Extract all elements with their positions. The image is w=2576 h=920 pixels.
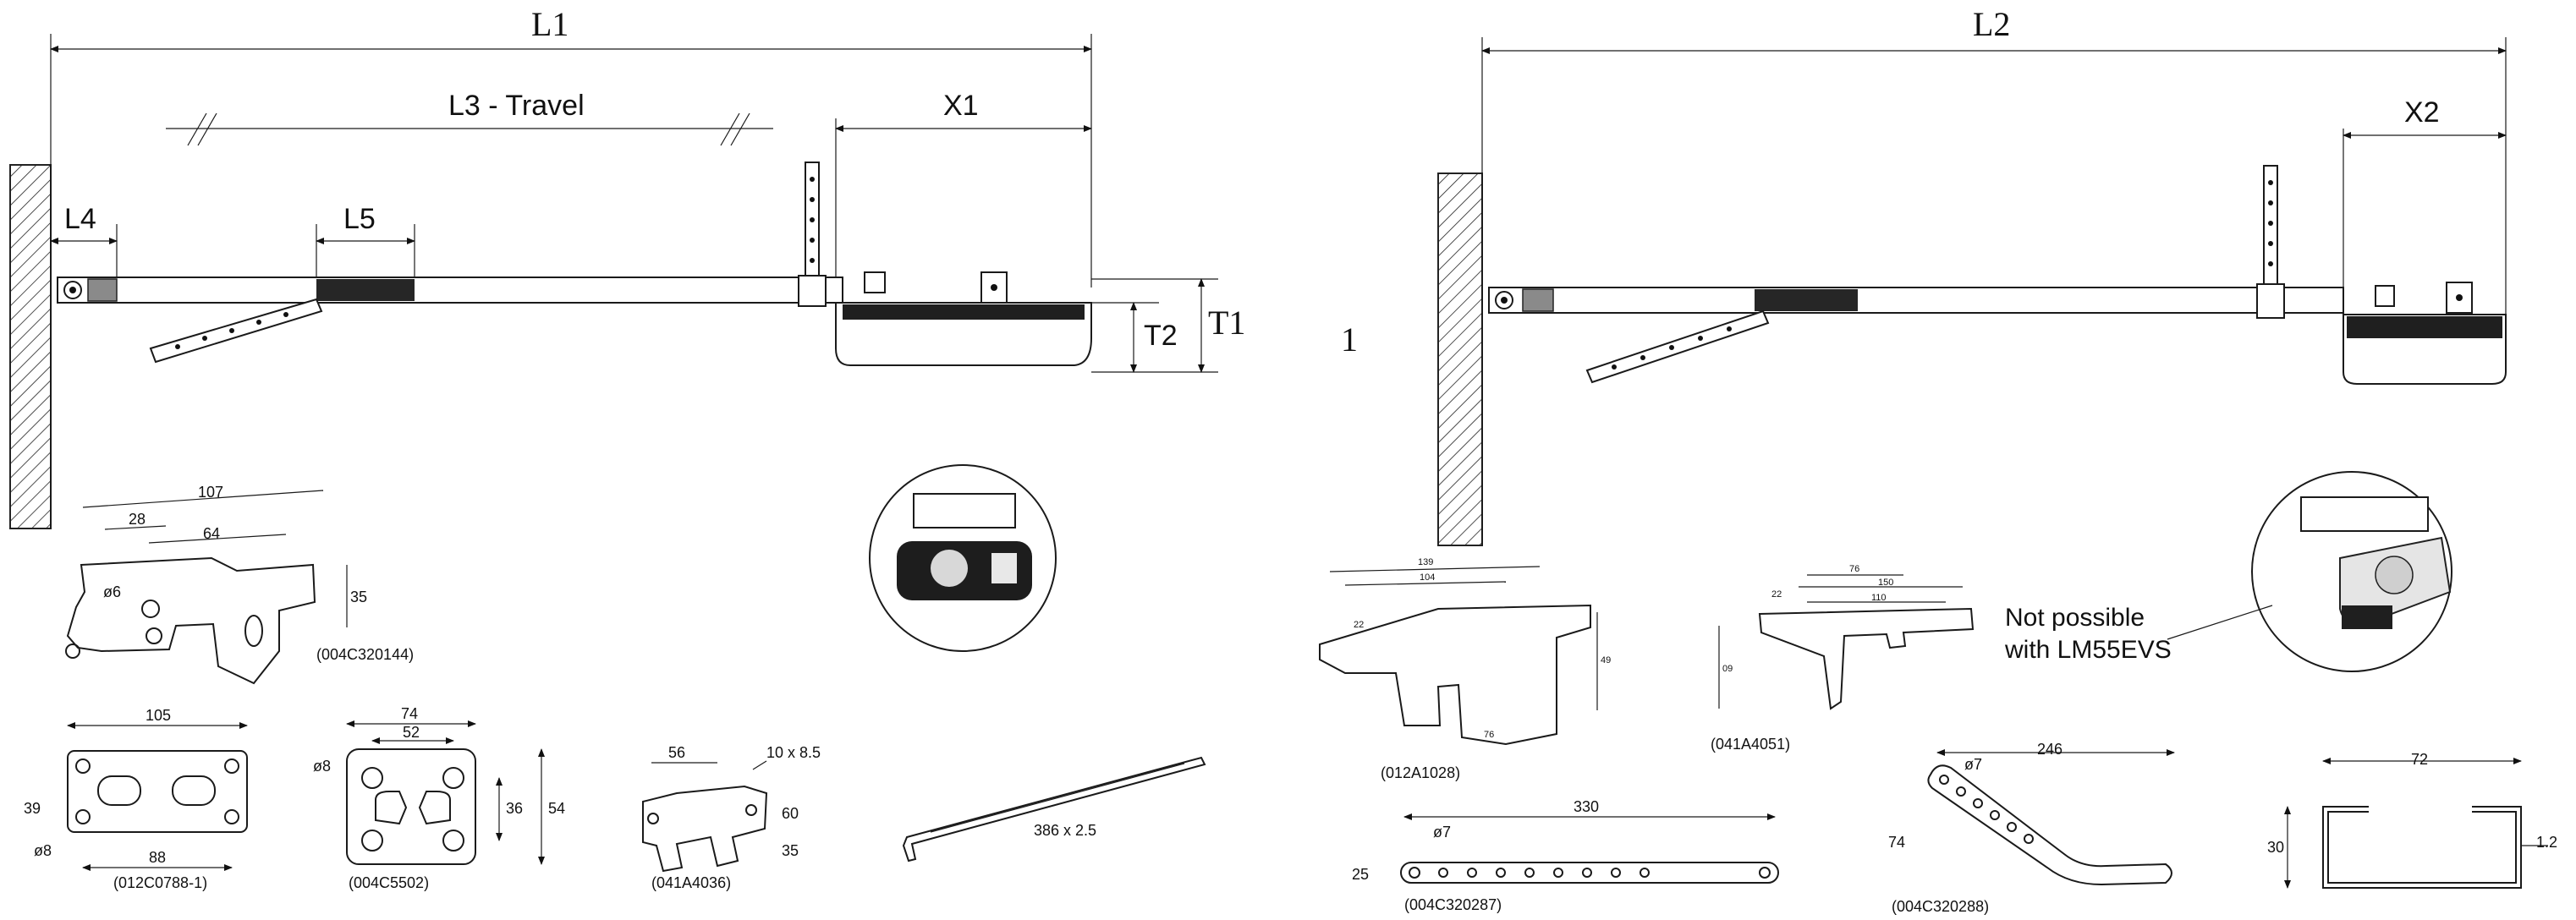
svg-text:ø7: ø7 <box>1433 824 1451 841</box>
svg-text:105: 105 <box>146 707 171 724</box>
svg-text:35: 35 <box>350 589 367 605</box>
svg-text:107: 107 <box>198 484 223 501</box>
svg-text:35: 35 <box>782 842 799 859</box>
code-041A4036: (041A4036) <box>651 874 731 891</box>
strap-004C320288: ø7 246 74 (004C320288) <box>1888 741 2175 915</box>
svg-text:36: 36 <box>506 800 523 817</box>
right-diagonal-strap <box>1585 309 1770 384</box>
left-wall <box>9 164 52 529</box>
right-installation-view: 1 L2 X2 <box>1341 5 2507 546</box>
code-004C320144: (004C320144) <box>316 646 414 663</box>
svg-text:52: 52 <box>403 724 420 741</box>
svg-text:74: 74 <box>1888 834 1905 851</box>
svg-text:22: 22 <box>1771 589 1782 600</box>
svg-text:104: 104 <box>1420 572 1435 583</box>
svg-text:110: 110 <box>1871 593 1887 603</box>
svg-text:ø6: ø6 <box>103 583 121 600</box>
svg-text:330: 330 <box>1574 798 1599 815</box>
note-line-1: Not possible <box>2005 604 2145 632</box>
strap-386x2.5: 386 x 2.5 <box>902 756 1206 862</box>
bracket-041A4036: 56 10 x 8.5 60 35 (041A4036) <box>642 744 821 891</box>
svg-text:56: 56 <box>668 744 685 761</box>
marker-1: 1 <box>1341 320 1358 359</box>
dim-L1: L1 <box>531 5 568 43</box>
svg-text:246: 246 <box>2037 741 2062 758</box>
code-004C320287: (004C320287) <box>1404 896 1502 913</box>
left-rail <box>57 277 843 304</box>
left-installation-view: L1 L3 - Travel X1 L4 L5 <box>9 5 1245 529</box>
svg-text:22: 22 <box>1354 620 1364 630</box>
svg-text:88: 88 <box>149 849 166 866</box>
svg-text:72: 72 <box>2411 751 2428 768</box>
dim-L5: L5 <box>343 203 376 235</box>
note-line-2: with LM55EVS <box>2004 636 2172 664</box>
left-detail-callout <box>869 464 1057 652</box>
right-wall <box>1437 172 1483 546</box>
svg-text:ø8: ø8 <box>34 842 52 859</box>
svg-text:74: 74 <box>401 705 418 722</box>
svg-text:ø8: ø8 <box>313 758 331 775</box>
svg-text:60: 60 <box>782 805 799 822</box>
svg-text:09: 09 <box>1722 664 1733 674</box>
svg-text:1.2: 1.2 <box>2536 834 2557 851</box>
dim-L4: L4 <box>64 203 96 235</box>
svg-text:10 x 8.5: 10 x 8.5 <box>766 744 821 761</box>
dim-T1: T1 <box>1208 304 1245 342</box>
dim-X2: X2 <box>2404 96 2440 129</box>
strap-004C320287: ø7 330 25 (004C320287) <box>1352 798 1779 913</box>
code-012A1028: (012A1028) <box>1381 764 1460 781</box>
svg-text:76: 76 <box>1849 564 1859 574</box>
right-rail <box>1488 287 2344 314</box>
dim-X1: X1 <box>943 90 979 122</box>
svg-text:386 x 2.5: 386 x 2.5 <box>1034 822 1096 839</box>
svg-text:ø7: ø7 <box>1964 756 1982 773</box>
svg-text:150: 150 <box>1878 578 1893 588</box>
svg-text:25: 25 <box>1352 866 1369 883</box>
svg-text:76: 76 <box>1484 730 1494 740</box>
svg-text:28: 28 <box>129 511 146 528</box>
left-travel-carriage <box>316 279 415 301</box>
plate-012C0788-1: 105 39 ø8 88 (012C0788-1) <box>24 707 248 891</box>
plate-004C5502: 74 52 ø8 36 54 (004C5502) <box>313 705 565 891</box>
svg-text:54: 54 <box>548 800 565 817</box>
code-041A4051: (041A4051) <box>1711 736 1790 753</box>
dim-L2: L2 <box>1973 5 2010 43</box>
svg-text:139: 139 <box>1418 557 1433 567</box>
dim-L3-travel: L3 - Travel <box>448 90 585 122</box>
svg-text:49: 49 <box>1601 655 1611 665</box>
bracket-012A1028: 139 104 22 49 76 (012A1028) <box>1319 557 1611 781</box>
left-diagonal-strap <box>149 298 323 364</box>
channel-profile: 72 30 1.2 <box>2267 751 2557 889</box>
dim-T2: T2 <box>1144 320 1178 352</box>
code-012C0788-1: (012C0788-1) <box>113 874 207 891</box>
svg-text:30: 30 <box>2267 839 2284 856</box>
code-004C320288: (004C320288) <box>1892 898 1989 915</box>
bracket-004C320144: 107 28 64 ø6 35 (004C320144) <box>65 484 414 685</box>
bracket-041A4051: 76 150 22 110 09 (041A4051) <box>1711 564 1975 753</box>
svg-text:39: 39 <box>24 800 41 817</box>
right-detail-callout <box>2251 471 2452 672</box>
code-004C5502: (004C5502) <box>349 874 429 891</box>
right-travel-carriage <box>1755 289 1858 311</box>
svg-text:64: 64 <box>203 525 220 542</box>
